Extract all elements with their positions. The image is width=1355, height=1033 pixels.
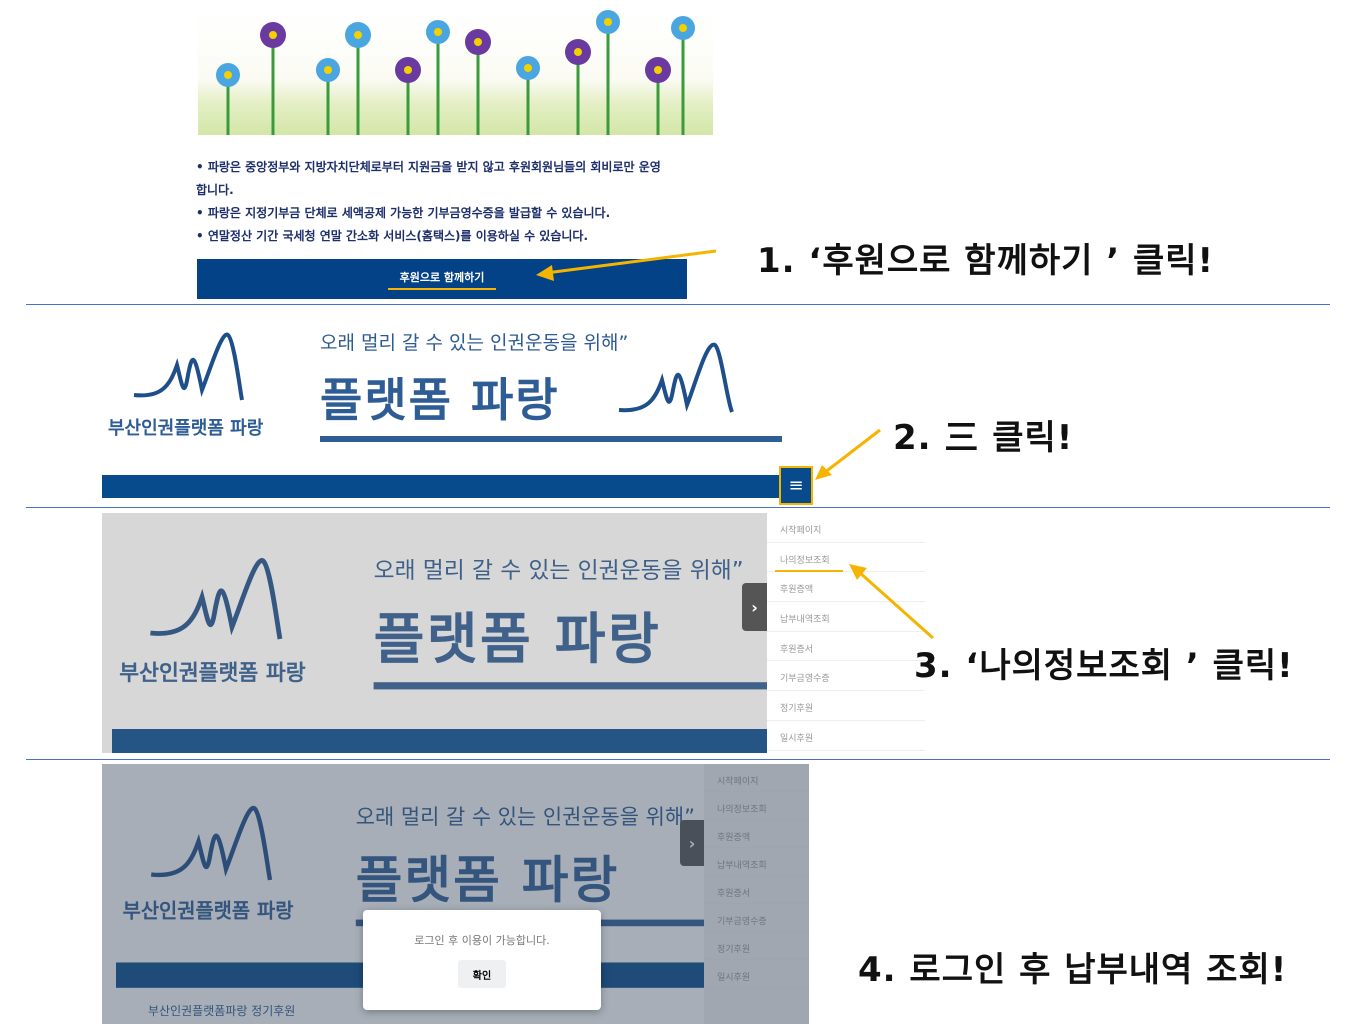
notice-line: 합니다. [196,183,234,197]
flower-illustration [198,10,713,135]
menu-item[interactable]: 납부내역조회 [704,848,809,876]
menu-item[interactable]: 시작페이지 [767,513,925,543]
modal-message: 로그인 후 이용이 가능합니다. [414,934,550,947]
title-underline [320,436,782,442]
dim-overlay [102,513,767,753]
arrow-icon [815,428,881,480]
menu-item[interactable]: 시작페이지 [704,764,809,792]
logo-wave-icon [133,332,244,401]
notice-line: • 파랑은 중앙정부와 지방자치단체로부터 지원금을 받지 않고 후원회원님들의… [196,160,661,174]
header-with-menu: 부산인권플랫폼 파랑 오래 멀리 갈 수 있는 인권운동을 위해” 플랫폼 파랑… [102,513,767,753]
menu-item[interactable]: 정기후원 [704,932,809,960]
divider [26,507,1330,508]
menu-item[interactable]: 일시후원 [704,960,809,988]
menu-icon: ≡ [788,475,804,496]
hamburger-menu-button[interactable]: ≡ [779,466,813,505]
notice-line: • 파랑은 지정기부금 단체로 세액공제 가능한 기부금영수증을 발급할 수 있… [196,206,611,220]
tagline: 오래 멀리 갈 수 있는 인권운동을 위해” [355,805,695,830]
step-4-label: 4. 로그인 후 납부내역 조회! [858,950,1288,990]
highlight-underline [775,570,843,572]
collapse-menu-button[interactable]: › [680,820,704,866]
step-2-label: 2. 三 클릭! [893,418,1074,458]
support-button[interactable]: 후원으로 함께하기 [197,259,687,299]
collapse-menu-button[interactable]: › [742,583,767,631]
menu-item[interactable]: 나의정보조회 [704,792,809,820]
menu-item[interactable]: 후원증서 [767,632,925,662]
notice-line: • 연말정산 기간 국세청 연말 간소화 서비스(홈택스)를 이용하실 수 있습… [196,229,588,243]
flowers-drawing [216,10,695,135]
footer-title: 부산인권플랫폼파랑 정기후원 [148,1004,296,1018]
side-menu: 시작페이지 나의정보조회 후원증액 납부내역조회 후원증서 기부금영수증 정기후… [704,764,809,1024]
site-header: 부산인권플랫폼 파랑 오래 멀리 갈 수 있는 인권운동을 위해” 플랫폼 파랑 [102,320,782,500]
menu-item[interactable]: 정기후원 [767,691,925,721]
step-3-label: 3. ‘나의정보조회 ’ 클릭! [914,646,1294,686]
logo-wave-icon [150,806,273,881]
chevron-right-icon: › [688,833,696,853]
menu-item[interactable]: 후원증액 [704,820,809,848]
menu-item[interactable]: 납부내역조회 [767,602,925,632]
support-button-label: 후원으로 함께하기 [387,269,497,290]
logo-text: 부산인권플랫폼 파랑 [119,660,306,686]
site-header: 부산인권플랫폼 파랑 오래 멀리 갈 수 있는 인권운동을 위해” 플랫폼 파랑 [112,543,767,753]
menu-item-my-info[interactable]: 나의정보조회 [767,543,925,573]
divider [26,304,1330,305]
logo-text: 부산인권플랫폼 파랑 [122,899,294,923]
banner-title: 플랫폼 파랑 [320,373,560,427]
tagline: 오래 멀리 갈 수 있는 인권운동을 위해” [373,557,744,584]
logo-wave-icon [150,558,283,640]
confirm-button[interactable]: 확인 [458,960,506,988]
logo-text: 부산인권플랫폼 파랑 [108,418,264,439]
menu-item[interactable]: 기부금영수증 [767,661,925,692]
banner-title: 플랫폼 파랑 [355,850,620,910]
title-underline [373,682,767,690]
step-1-label: 1. ‘후원으로 함께하기 ’ 클릭! [757,241,1215,281]
banner-title: 플랫폼 파랑 [373,606,662,672]
tagline: 오래 멀리 갈 수 있는 인권운동을 위해” [320,332,629,354]
chevron-right-icon: › [751,597,758,617]
nav-bar [112,729,767,753]
divider [26,759,1330,760]
nav-bar [102,475,782,498]
menu-item[interactable]: 후원증서 [704,876,809,904]
login-required-modal: 로그인 후 이용이 가능합니다. 확인 [363,910,601,1010]
menu-item[interactable]: 후원증액 [767,572,925,603]
wave-icon [618,342,734,413]
login-required-screen: 부산인권플랫폼 파랑 오래 멀리 갈 수 있는 인권운동을 위해” 플랫폼 파랑… [102,764,809,1024]
menu-item[interactable]: 일시후원 [767,721,925,751]
side-menu: 시작페이지 나의정보조회 후원증액 납부내역조회 후원증서 기부금영수증 정기후… [767,513,925,751]
menu-item[interactable]: 기부금영수증 [704,904,809,932]
